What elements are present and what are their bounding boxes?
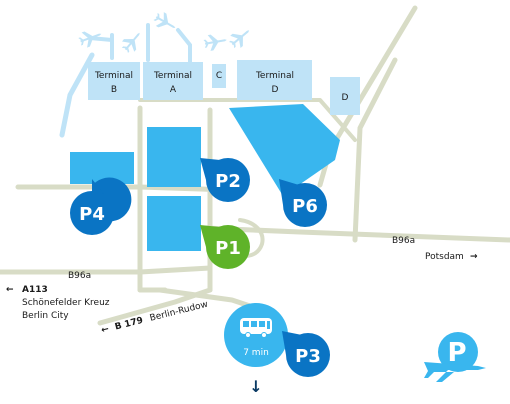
pier-west [59,52,95,138]
terminal-d-annex [330,77,360,115]
marker-p3[interactable]: P3 [282,331,330,377]
plane-icon [229,30,250,49]
parking-area-p4 [70,152,134,184]
arrow-down-icon: ↓ [249,377,262,396]
arrow-west-b179-icon: ← [100,324,110,336]
terminal-labels: Terminal B Terminal A C Terminal D D [94,71,349,103]
shuttle-bubble: 7 min [224,303,288,367]
terminal-piers [59,23,192,138]
parking-airport-logo-icon: P [424,332,486,382]
terminal-b-label-line1: Terminal [94,71,133,81]
marker-p4-label: P4 [79,204,105,225]
road-label-a113: A113 [22,285,48,295]
plane-icons [78,12,250,53]
marker-p2-label: P2 [215,171,241,192]
terminal-c-label: C [216,71,222,81]
arrow-west-icon: ← [6,285,14,295]
terminal-buildings [88,60,360,115]
terminal-a [143,62,203,100]
terminal-d-label-line2: D [272,85,279,95]
pier-finger-3 [176,28,192,64]
terminal-b [88,62,140,100]
plane-icon [153,12,176,28]
road-label-b96a-west: B96a [68,271,91,281]
marker-p1-label: P1 [215,238,241,259]
road-b96a-west [0,265,213,275]
parking-area-p2 [147,127,201,187]
road-label-berlin-city: Berlin City [22,311,69,321]
terminal-d-label-line1: Terminal [255,71,294,81]
marker-p4[interactable]: P4 [70,177,132,236]
terminal-a-label-line2: A [170,85,177,95]
road-label-schoenefelder-kreuz: Schönefelder Kreuz [22,298,110,308]
shuttle-time-label: 7 min [243,348,269,358]
parking-areas [70,104,340,251]
logo-letter: P [447,338,466,368]
terminal-d-annex-label: D [342,93,349,103]
marker-p3-label: P3 [295,346,321,367]
marker-p1[interactable]: P1 [200,225,250,269]
plane-icon [203,34,227,51]
road-diagonal-mid [352,57,398,243]
road-b179 [97,287,213,326]
marker-p2[interactable]: P2 [200,158,250,202]
terminal-b-label-line2: B [111,85,117,95]
logo-plane [424,362,486,382]
road-label-potsdam: Potsdam [425,252,464,262]
pier-finger-4 [88,36,114,42]
plane-icon [121,32,140,53]
parking-area-p6 [229,104,340,196]
plane-icon [78,31,102,48]
arrow-east-icon: → [470,252,478,262]
marker-p6[interactable]: P6 [279,179,327,227]
shuttle-circle [224,303,288,367]
terminal-c [212,64,226,88]
road-label-b96a-east: B96a [392,236,415,246]
terminal-d [237,60,312,100]
parking-area-p1 [147,196,201,251]
marker-p6-label: P6 [292,196,318,217]
road-label-berlin-rudow: Berlin-Rudow [149,300,209,324]
bus-icon [240,318,272,338]
terminal-a-label-line1: Terminal [153,71,192,81]
